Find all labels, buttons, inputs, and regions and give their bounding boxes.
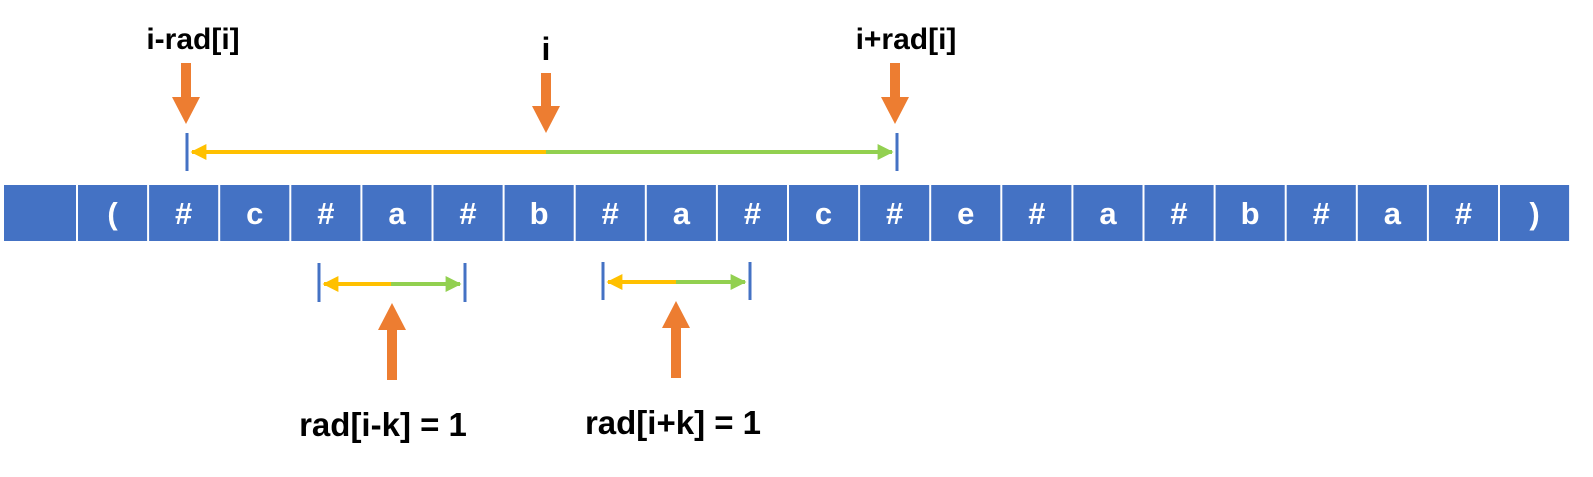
right-bound-pointer-arrow (881, 63, 909, 124)
right-mirror-label: rad[i+k] = 1 (585, 404, 761, 441)
string-cell (220, 185, 290, 241)
string-cell (1144, 185, 1214, 241)
left-mirror-pointer-arrow (378, 303, 406, 380)
string-cell-char: a (1384, 196, 1402, 231)
string-cell-char: c (246, 196, 263, 231)
string-cell (860, 185, 930, 241)
string-cell-char: # (602, 196, 619, 231)
string-cell-char: b (1241, 196, 1260, 231)
string-cell-char: a (388, 196, 406, 231)
string-cell (1002, 185, 1072, 241)
string-cell-char: # (1455, 196, 1472, 231)
string-cell (646, 185, 716, 241)
center-pointer-arrow (532, 73, 560, 133)
string-cell-char: a (673, 196, 691, 231)
right-mirror-pointer-arrow (662, 301, 690, 378)
string-cell-char: # (886, 196, 903, 231)
string-cell-char: # (1170, 196, 1187, 231)
string-cell (1215, 185, 1285, 241)
string-cell (1073, 185, 1143, 241)
string-cell-char: # (175, 196, 192, 231)
string-cell (717, 185, 787, 241)
left-mirror-label: rad[i-k] = 1 (299, 406, 467, 443)
string-cell-char: a (1099, 196, 1117, 231)
string-cell (149, 185, 219, 241)
string-cell (931, 185, 1001, 241)
string-cell-char: c (815, 196, 832, 231)
string-cell (1286, 185, 1356, 241)
string-cell-char: # (459, 196, 476, 231)
string-cell (575, 185, 645, 241)
string-cell (433, 185, 503, 241)
string-cell-char: # (1313, 196, 1330, 231)
string-cell (4, 185, 76, 241)
string-cell (504, 185, 574, 241)
string-cell-char: # (317, 196, 334, 231)
center-label: i (542, 31, 551, 67)
string-cell (1428, 185, 1498, 241)
string-cell (789, 185, 859, 241)
left-bound-pointer-arrow (172, 63, 200, 124)
string-cell (1500, 185, 1570, 241)
string-cell-char: # (1028, 196, 1045, 231)
string-cell (78, 185, 148, 241)
string-cell-char: ( (107, 196, 118, 231)
string-cell-char: # (744, 196, 761, 231)
string-cell (291, 185, 361, 241)
transformed-string-cells: ( # c # a # b # a # c # e # a # b # a #) (4, 185, 1570, 241)
string-cell-char: b (530, 196, 549, 231)
string-cell-char: e (957, 196, 974, 231)
right-bound-label: i+rad[i] (856, 23, 957, 56)
string-cell (1357, 185, 1427, 241)
string-cell (362, 185, 432, 241)
left-bound-label: i-rad[i] (146, 23, 239, 56)
string-cell-char: ) (1529, 196, 1539, 231)
